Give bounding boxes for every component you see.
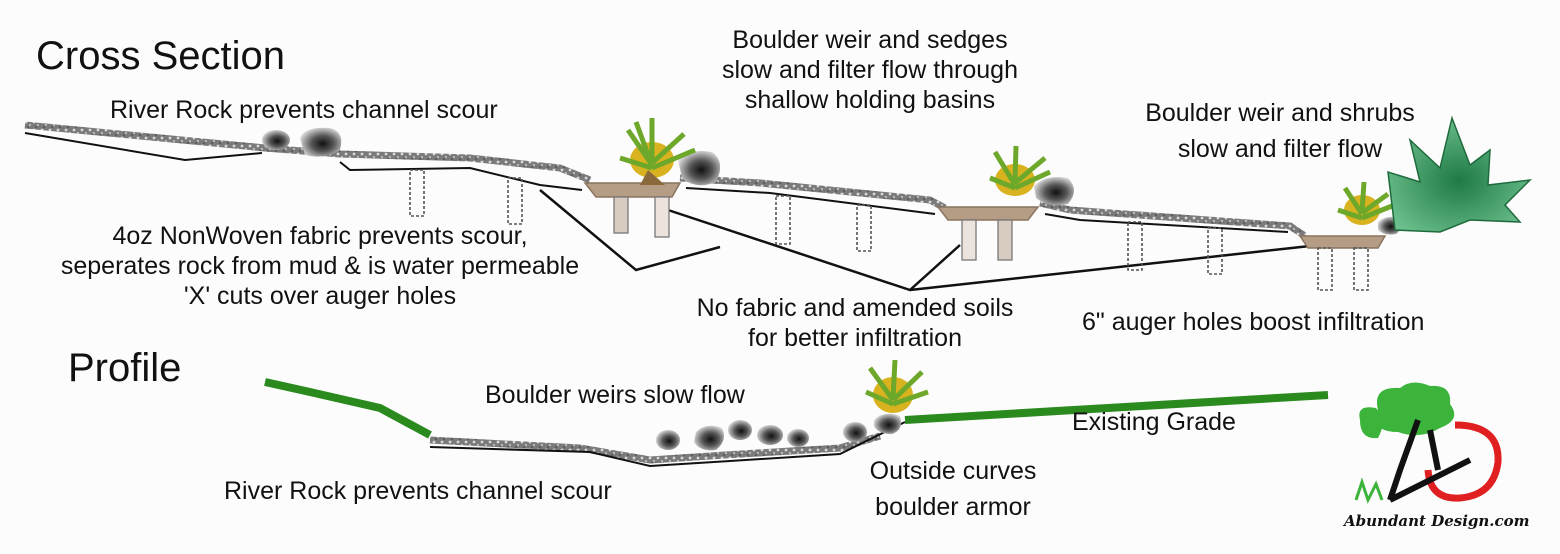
cross-section-boulders	[262, 127, 1402, 235]
fabric-line-1: 4oz NonWoven fabric prevents scour,	[112, 222, 528, 250]
existing-grade-label: Existing Grade	[1072, 408, 1236, 436]
cross-section-gravel-bed	[24, 121, 1307, 239]
river-rock-label: River Rock prevents channel scour	[110, 96, 498, 124]
outside-curves-line-2: boulder armor	[875, 493, 1031, 521]
profile-existing-grade	[264, 378, 1329, 439]
profile-sedge-plant	[864, 359, 929, 413]
boulder-weir-shrubs-line-1: Boulder weir and shrubs	[1145, 99, 1415, 127]
sedge-plant-1	[619, 118, 696, 185]
boulder-weirs-label: Boulder weirs slow flow	[485, 381, 745, 409]
amended-soil-columns	[613, 196, 1013, 261]
boulder-weir-sedges-line-1: Boulder weir and sedges	[732, 26, 1008, 54]
boulder-weir-sedges-line-3: shallow holding basins	[744, 86, 996, 114]
shrub-plant	[1387, 115, 1533, 233]
no-fabric-line-2: for better infiltration	[748, 324, 962, 352]
profile-gravel-bed	[429, 421, 906, 468]
auger-holes-label: 6" auger holes boost infiltration	[1082, 308, 1425, 336]
cross-section-heading: Cross Section	[36, 34, 285, 78]
no-fabric-line-1: No fabric and amended soils	[696, 294, 1014, 322]
fabric-label: 4oz NonWoven fabric prevents scour, sepe…	[0, 221, 640, 311]
no-fabric-label: No fabric and amended soils for better i…	[640, 293, 1070, 353]
outside-curves-line-1: Outside curves	[869, 457, 1037, 485]
boulder-weir-sedges-line-2: slow and filter flow through	[722, 56, 1018, 84]
fabric-underlay-lines	[24, 132, 1289, 233]
auger-holes	[409, 169, 1369, 291]
profile-river-rock-label: River Rock prevents channel scour	[224, 477, 612, 505]
profile-heading: Profile	[68, 346, 182, 390]
logo-brand-text: Abundant Design.com	[1344, 512, 1530, 530]
sedge-plant-3	[1337, 181, 1393, 225]
boulder-weir-sedges-label: Boulder weir and sedges slow and filter …	[660, 25, 1080, 115]
boulder-weir-shrubs-line-2: slow and filter flow	[1177, 135, 1383, 163]
sedge-plant-2	[989, 145, 1052, 196]
leader-lines	[539, 189, 1311, 292]
fabric-line-3: 'X' cuts over auger holes	[183, 282, 457, 310]
abundant-design-logo	[1354, 382, 1502, 504]
boulder-weir-shrubs-label: Boulder weir and shrubs slow and filter …	[1110, 95, 1450, 167]
outside-curves-label: Outside curves boulder armor	[848, 453, 1058, 525]
profile-boulders	[656, 413, 901, 451]
holding-basins	[583, 182, 1387, 249]
fabric-line-2: seperates rock from mud & is water perme…	[60, 252, 580, 280]
